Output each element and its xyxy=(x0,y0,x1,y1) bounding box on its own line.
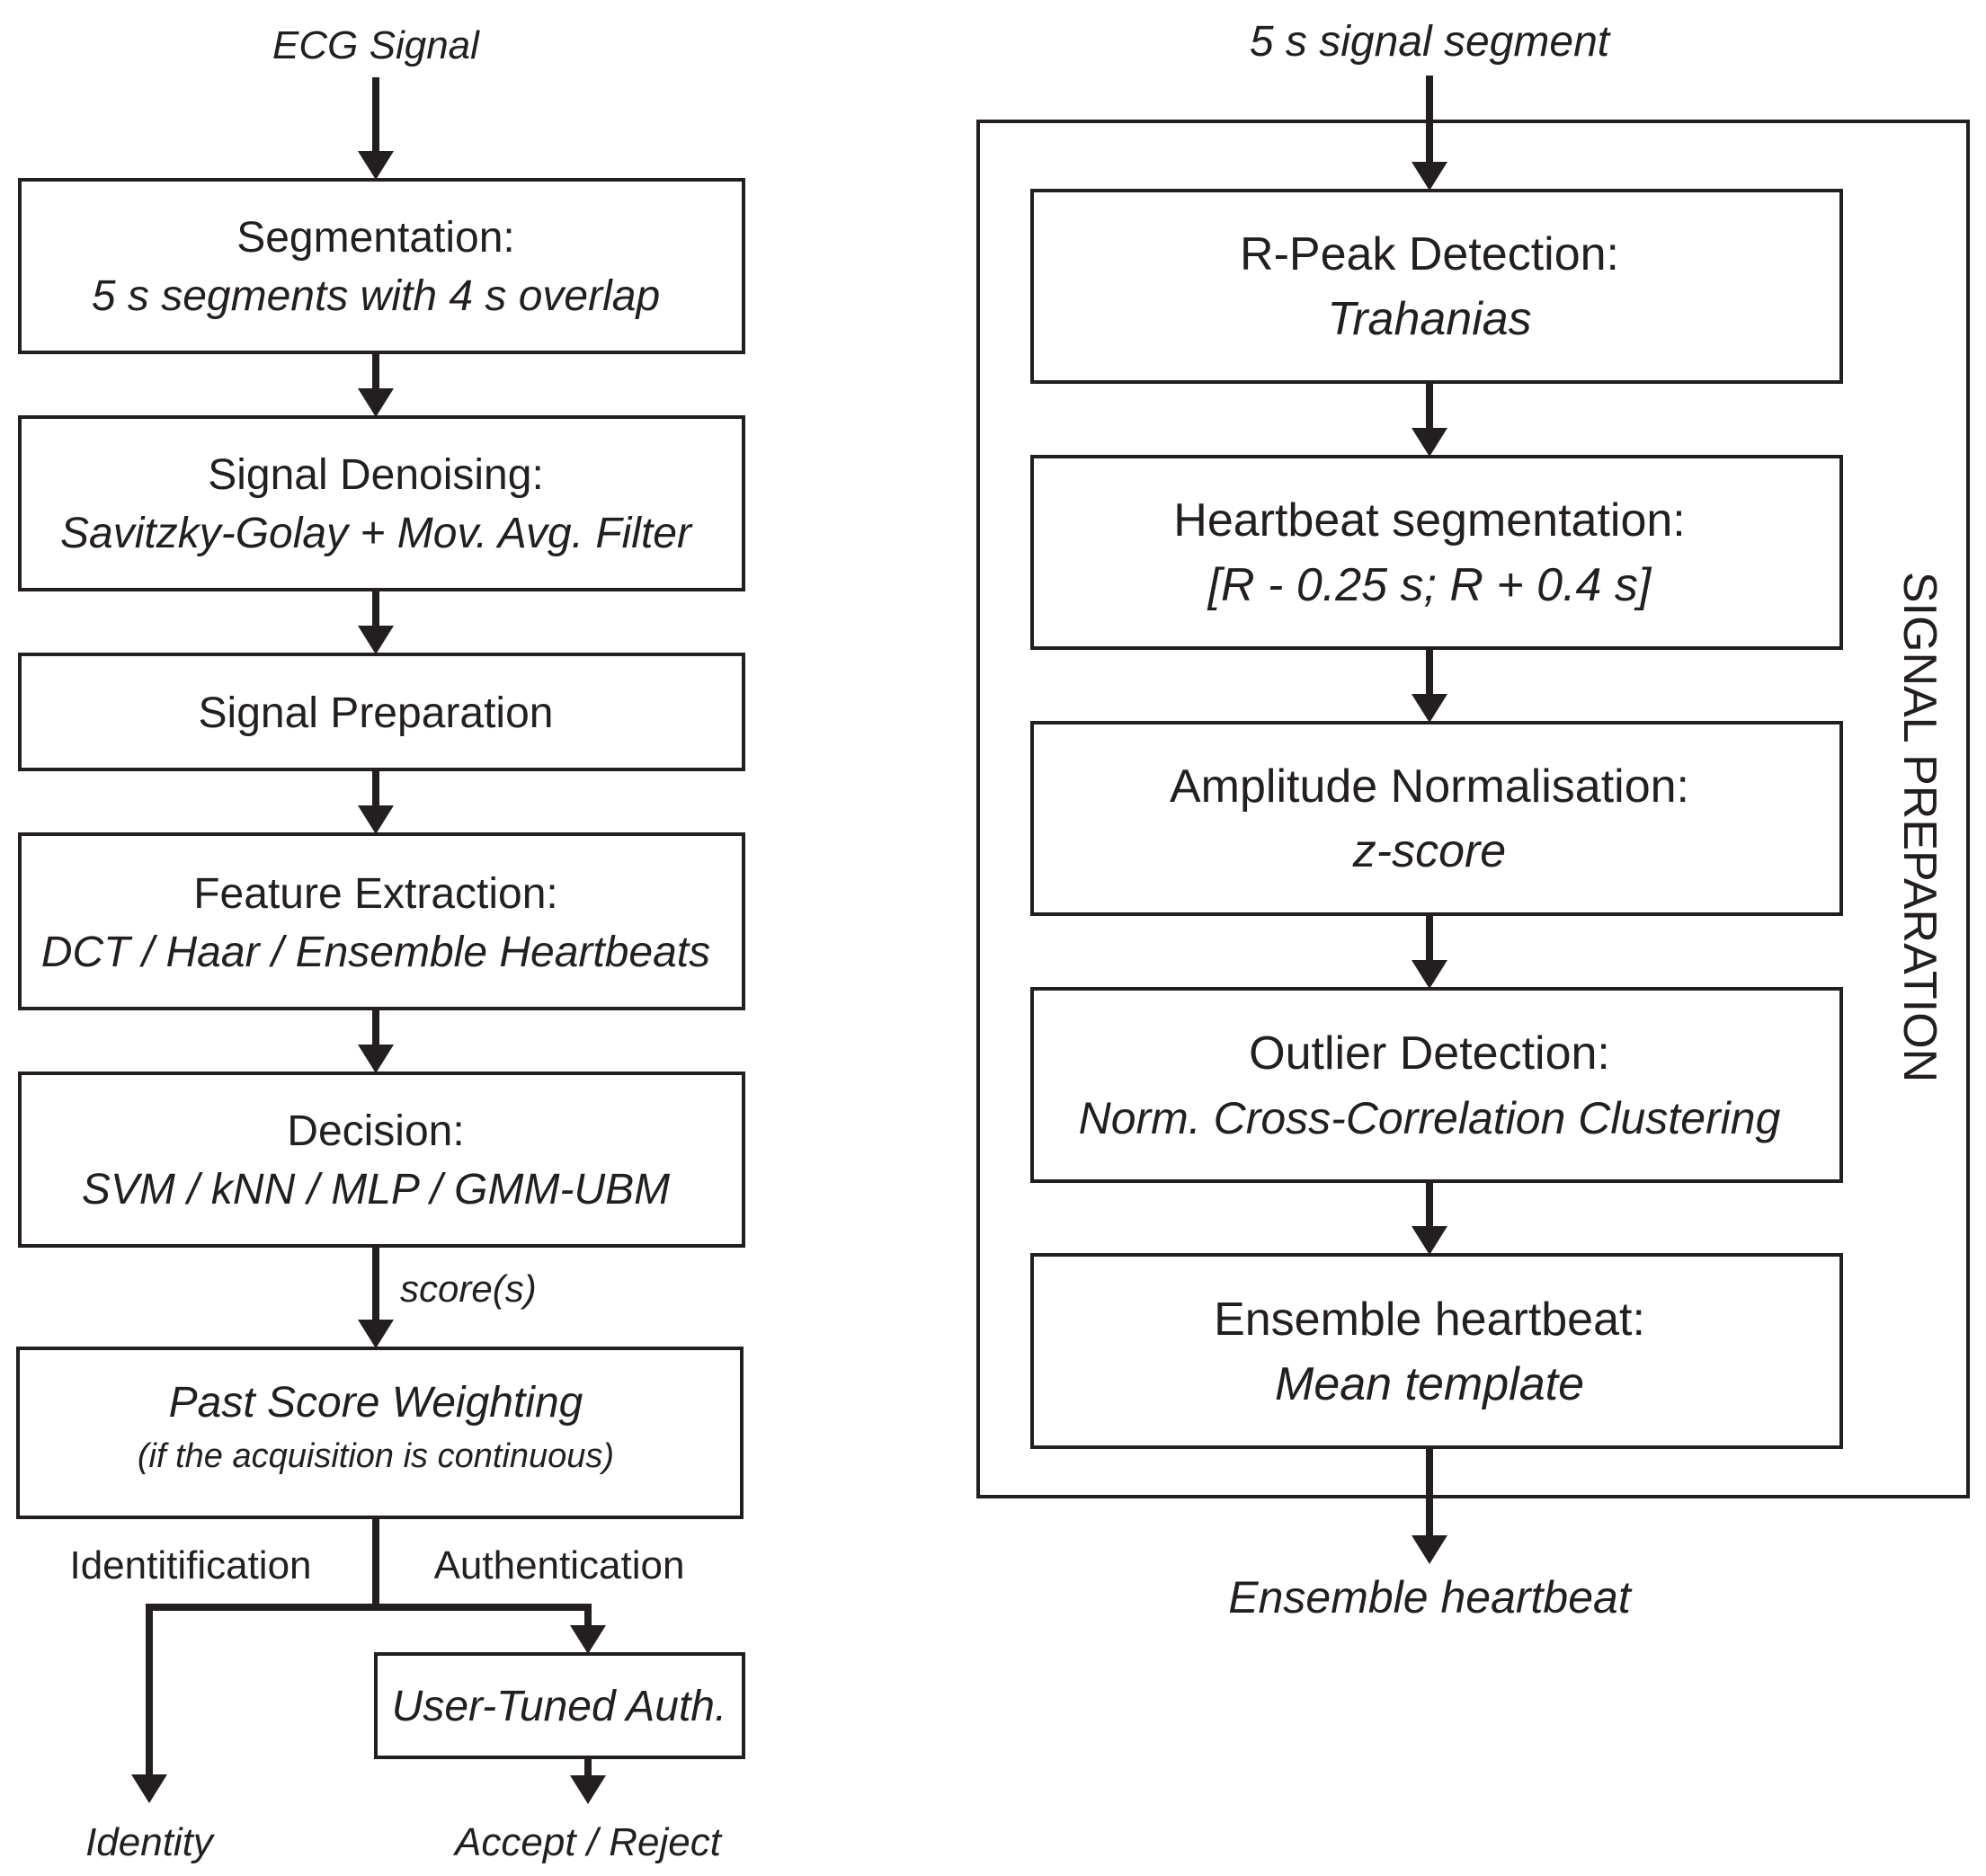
ensemble-heartbeat-title: Ensemble heartbeat: xyxy=(1214,1294,1645,1346)
accept-reject-output-label: Accept / Reject xyxy=(452,1820,723,1864)
signal-denoising-title: Signal Denoising: xyxy=(208,451,544,499)
decision-title: Decision: xyxy=(287,1107,464,1155)
r-peak-detection-box: R-Peak Detection: Trahanias xyxy=(1030,189,1843,384)
signal-preparation-frame-label: SIGNAL PREPARATION xyxy=(1893,572,1946,1082)
decision-box: Decision: SVM / kNN / MLP / GMM-UBM xyxy=(18,1071,745,1248)
feature-extraction-title: Feature Extraction: xyxy=(193,870,558,918)
heartbeat-segmentation-title: Heartbeat segmentation: xyxy=(1173,494,1685,547)
signal-preparation-box: Signal Preparation xyxy=(18,653,745,771)
signal-preparation-title: Signal Preparation xyxy=(199,689,554,737)
heartbeat-segmentation-box: Heartbeat segmentation: [R - 0.25 s; R +… xyxy=(1030,455,1843,650)
right-connectors xyxy=(1412,76,1447,1564)
segmentation-box: Segmentation: 5 s segments with 4 s over… xyxy=(18,178,745,354)
past-score-weighting-box: Past Score Weighting (if the acquisition… xyxy=(16,1347,744,1519)
feature-extraction-detail: DCT / Haar / Ensemble Heartbeats xyxy=(41,929,710,976)
r-peak-detection-detail: Trahanias xyxy=(1327,293,1531,345)
signal-denoising-detail: Savitzky-Golay + Mov. Avg. Filter xyxy=(60,510,693,557)
scores-label: score(s) xyxy=(400,1267,537,1310)
signal-denoising-box: Signal Denoising: Savitzky-Golay + Mov. … xyxy=(18,415,745,591)
left-pipeline: ECG Signal Segmentation: 5 s segments wi… xyxy=(16,23,745,1864)
decision-detail: SVM / kNN / MLP / GMM-UBM xyxy=(82,1166,670,1214)
ecg-signal-label: ECG Signal xyxy=(272,23,480,67)
r-peak-detection-title: R-Peak Detection: xyxy=(1240,228,1619,280)
outlier-detection-detail: Norm. Cross-Correlation Clustering xyxy=(1079,1093,1781,1143)
right-pipeline: 5 s signal segment SIGNAL PREPARATION R-… xyxy=(976,18,1970,1623)
segmentation-title: Segmentation: xyxy=(236,214,515,262)
ensemble-heartbeat-output-label: Ensemble heartbeat xyxy=(1228,1572,1633,1623)
amplitude-normalisation-detail: z-score xyxy=(1352,825,1506,877)
signal-segment-label: 5 s signal segment xyxy=(1250,18,1611,66)
feature-extraction-box: Feature Extraction: DCT / Haar / Ensembl… xyxy=(18,832,745,1010)
heartbeat-segmentation-detail: [R - 0.25 s; R + 0.4 s] xyxy=(1207,559,1652,611)
branch-connectors xyxy=(131,1517,606,1804)
identification-branch-label: Identitification xyxy=(69,1543,311,1587)
ensemble-heartbeat-box: Ensemble heartbeat: Mean template xyxy=(1030,1253,1843,1449)
user-tuned-auth-box: User-Tuned Auth. xyxy=(374,1652,745,1759)
ensemble-heartbeat-detail: Mean template xyxy=(1275,1358,1584,1410)
user-tuned-auth-label: User-Tuned Auth. xyxy=(392,1683,727,1730)
past-score-weighting-detail: (if the acquisition is continuous) xyxy=(138,1437,614,1475)
signal-preparation-frame xyxy=(976,120,1970,1498)
amplitude-normalisation-box: Amplitude Normalisation: z-score xyxy=(1030,721,1843,916)
left-connectors xyxy=(358,77,394,1348)
outlier-detection-box: Outlier Detection: Norm. Cross-Correlati… xyxy=(1030,987,1843,1183)
identity-output-label: Identity xyxy=(85,1820,216,1864)
amplitude-normalisation-title: Amplitude Normalisation: xyxy=(1170,760,1689,813)
authentication-branch-label: Authentication xyxy=(434,1543,685,1587)
segmentation-detail: 5 s segments with 4 s overlap xyxy=(92,272,660,320)
past-score-weighting-title: Past Score Weighting xyxy=(169,1379,583,1427)
outlier-detection-title: Outlier Detection: xyxy=(1249,1027,1610,1080)
